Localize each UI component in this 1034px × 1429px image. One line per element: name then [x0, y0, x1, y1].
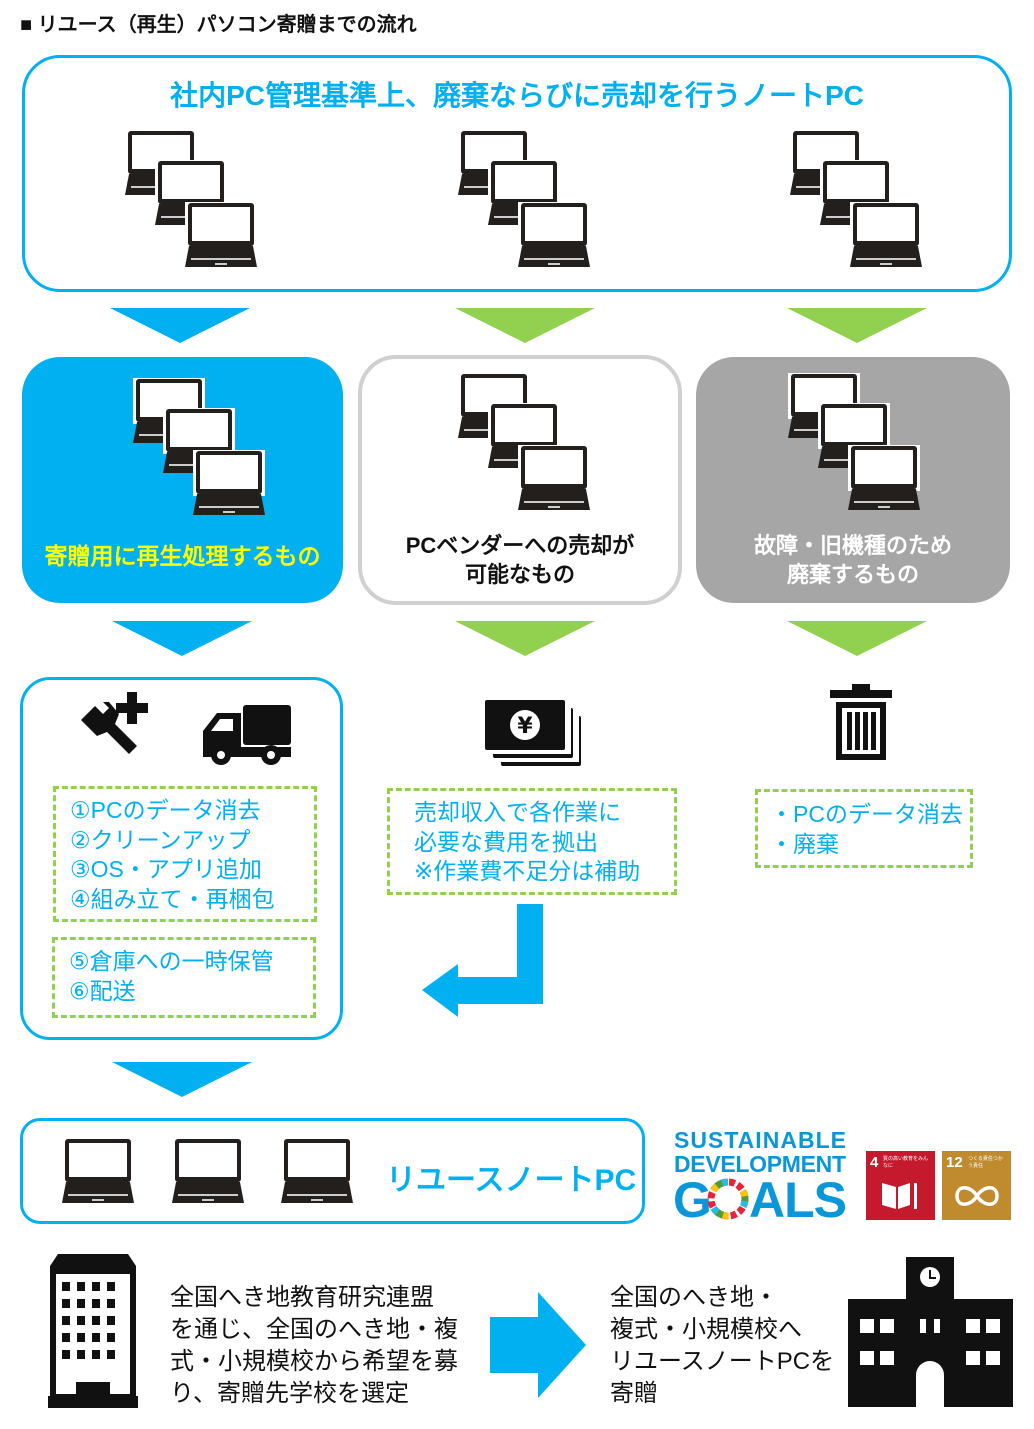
reuse-process-box	[20, 677, 343, 1040]
office-building-icon	[48, 1254, 138, 1408]
reuse-pc-box: リユースノートPC	[20, 1118, 645, 1224]
step-item: ⑥配送	[69, 977, 136, 1004]
source-pcs-title: 社内PC管理基準上、廃棄ならびに売却を行うノートPC	[170, 80, 864, 111]
laptop-icon	[62, 1138, 134, 1206]
school-icon	[848, 1257, 1013, 1407]
selection-text: 全国へき地教育研究連盟 を通じ、全国のへき地・複 式・小規模校から希望を募 り、…	[170, 1282, 458, 1410]
donation-text: 全国のへき地・ 複式・小規模校へ リユースノートPCを 寄贈	[610, 1282, 834, 1410]
down-arrow	[787, 308, 927, 343]
reuse-steps-group2: ⑤倉庫への一時保管 ⑥配送	[52, 937, 316, 1018]
note-line: ・廃棄	[770, 830, 839, 857]
laptop-icon	[172, 1138, 244, 1206]
label-line: 故障・旧機種のため	[753, 533, 952, 558]
yen-bills-icon: ¥	[485, 700, 581, 766]
right-arrow-icon	[490, 1292, 586, 1398]
step-item: ④組み立て・再梱包	[70, 885, 275, 912]
goal-number: 12	[946, 1154, 963, 1171]
sdg-goal-12-icon: 12 つくる責任つかう責任	[942, 1151, 1011, 1220]
truck-icon	[203, 705, 291, 765]
page-heading: ■ リユース（再生）パソコン寄贈までの流れ	[20, 14, 417, 36]
svg-text:SUSTAINABLE: SUSTAINABLE	[674, 1127, 846, 1153]
laptop-cluster-icon	[125, 130, 260, 270]
text-line: り、寄贈先学校を選定	[170, 1380, 410, 1407]
note-line: 売却収入で各作業に	[414, 799, 621, 825]
reuse-pc-label: リユースノートPC	[386, 1164, 637, 1197]
down-arrow	[112, 1062, 252, 1097]
sdgs-logo: SUSTAINABLE DEVELOPMENT G ALS	[673, 1127, 847, 1223]
laptop-icon	[281, 1138, 353, 1206]
step-item: ①PCのデータ消去	[70, 797, 261, 823]
text-line: 複式・小規模校へ	[610, 1316, 802, 1343]
step-item: ②クリーンアップ	[70, 826, 251, 853]
laptop-cluster-icon	[788, 373, 923, 513]
step-item: ③OS・アプリ追加	[70, 856, 262, 882]
reuse-steps-group1: ①PCのデータ消去 ②クリーンアップ ③OS・アプリ追加 ④組み立て・再梱包	[53, 786, 317, 922]
trash-icon	[830, 684, 892, 760]
down-arrow	[787, 621, 927, 656]
disposal-process-note: ・PCのデータ消去 ・廃棄	[755, 789, 973, 868]
note-line: ・PCのデータ消去	[770, 801, 963, 827]
sdg-goal-4-icon: 4 質の高い教育をみんなに	[866, 1151, 935, 1220]
category-sale-label: PCベンダーへの売却が 可能なもの	[362, 531, 678, 589]
text-line: リユースノートPCを	[610, 1348, 835, 1375]
note-line: 必要な費用を拠出	[414, 828, 598, 855]
text-line: 全国のへき地・	[610, 1284, 778, 1311]
category-disposal-label: 故障・旧機種のため 廃棄するもの	[696, 531, 1010, 589]
note-line: ※作業費不足分は補助	[414, 858, 641, 884]
laptop-cluster-icon	[133, 378, 268, 518]
label-line: PCベンダーへの売却が	[405, 533, 635, 558]
svg-text:ALS: ALS	[749, 1172, 847, 1223]
text-line: 寄贈	[610, 1380, 658, 1407]
down-arrow	[112, 621, 252, 656]
down-arrow	[110, 308, 250, 343]
step-item: ⑤倉庫への一時保管	[69, 948, 274, 974]
laptop-cluster-icon	[458, 373, 593, 513]
goal-text: 質の高い教育をみんなに	[883, 1156, 929, 1169]
laptop-cluster-icon	[790, 130, 925, 270]
down-arrow	[455, 621, 595, 656]
sale-process-note: 売却収入で各作業に 必要な費用を拠出 ※作業費不足分は補助	[387, 788, 677, 895]
goal-text: つくる責任つかう責任	[968, 1156, 1003, 1169]
wrench-plus-icon	[81, 692, 148, 754]
laptop-cluster-icon	[458, 130, 593, 270]
text-line: を通じ、全国のへき地・複	[170, 1316, 458, 1343]
text-line: 全国へき地教育研究連盟	[170, 1284, 434, 1311]
goal-number: 4	[870, 1154, 879, 1171]
text-line: 式・小規模校から希望を募	[170, 1348, 458, 1375]
return-arrow-icon	[422, 904, 543, 1017]
source-pcs-box: 社内PC管理基準上、廃棄ならびに売却を行うノートPC	[22, 55, 1012, 292]
category-reuse-label: 寄贈用に再生処理するもの	[44, 543, 321, 569]
label-line: 廃棄するもの	[786, 562, 919, 587]
down-arrow	[455, 308, 595, 343]
svg-text:DEVELOPMENT: DEVELOPMENT	[674, 1151, 846, 1177]
svg-text:G: G	[673, 1172, 712, 1223]
svg-text:¥: ¥	[517, 714, 533, 739]
label-line: 可能なもの	[464, 562, 575, 587]
